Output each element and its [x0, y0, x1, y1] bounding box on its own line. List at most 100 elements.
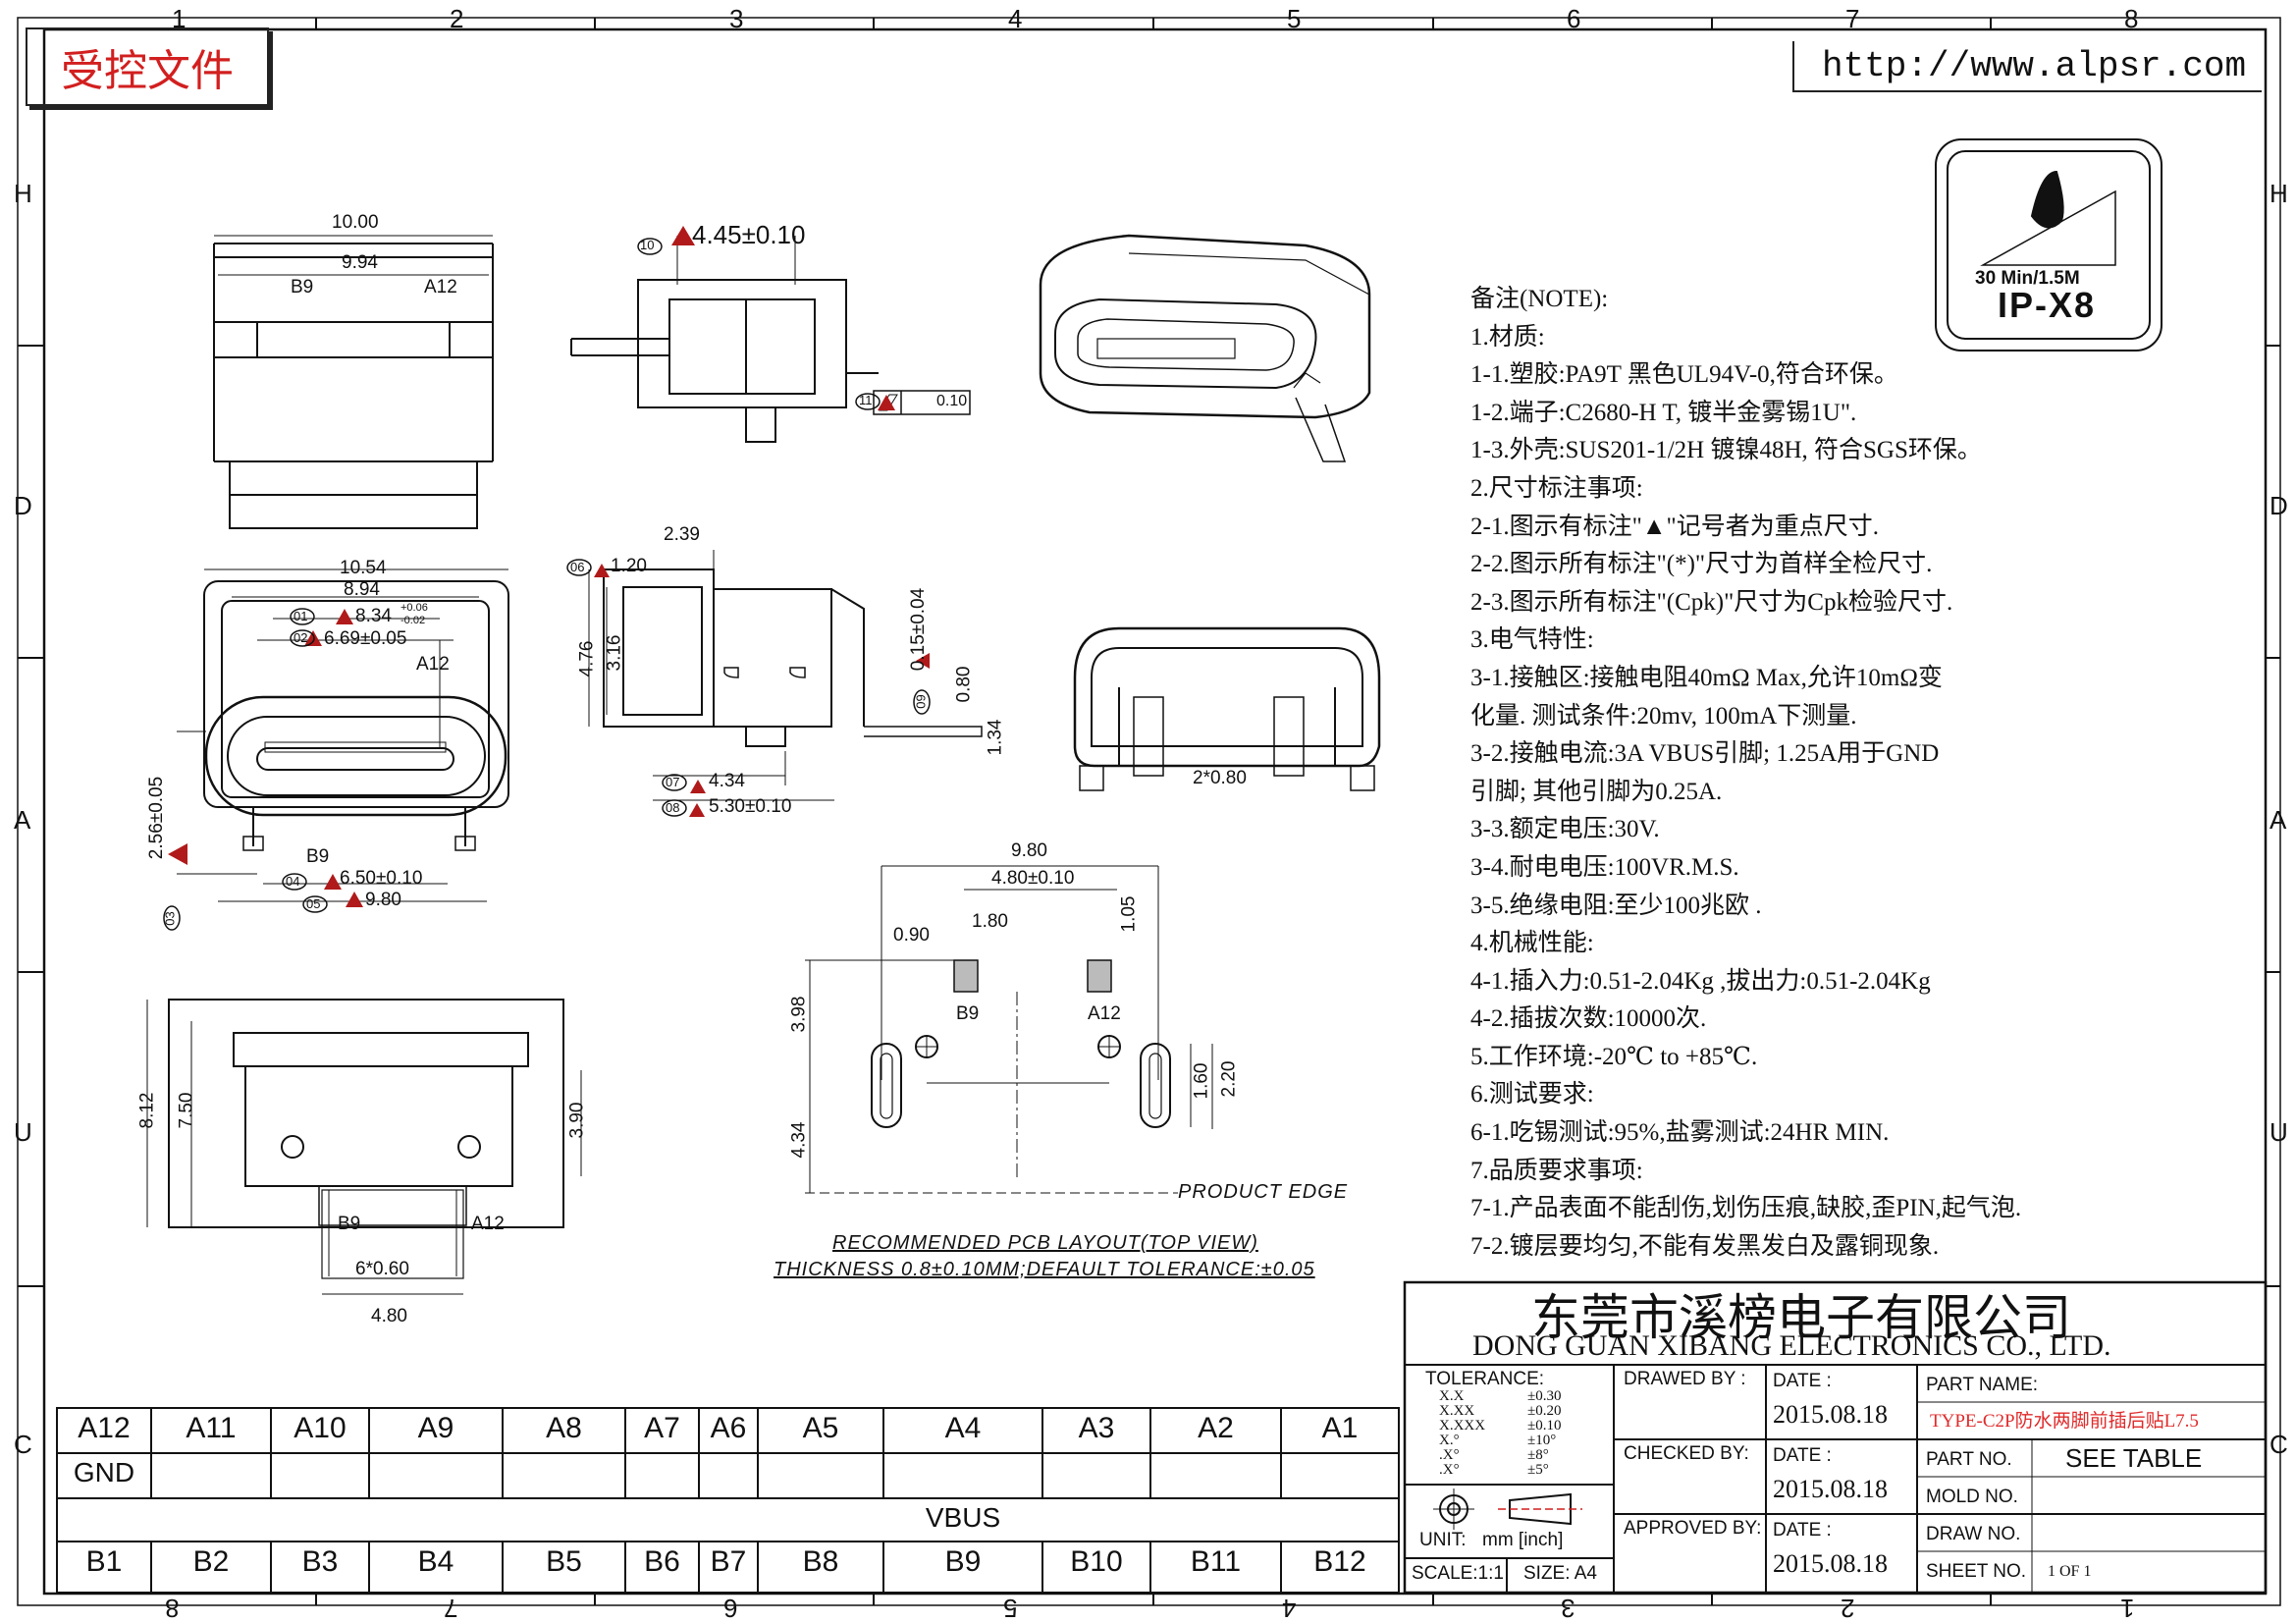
dim-10-54: 10.54	[340, 558, 387, 578]
dim-3-16: 3.16	[604, 634, 625, 672]
dim-4-76: 4.76	[576, 640, 598, 677]
note-line: 2-1.图示有标注"▲"记号者为重点尺寸.	[1470, 513, 1879, 540]
website-url[interactable]: http://www.alpsr.com	[1792, 41, 2262, 92]
pcb-dim-2-20: 2.20	[1218, 1060, 1240, 1098]
note-line: 3.电气特性:	[1470, 626, 1594, 654]
grid-row-left-d: D	[14, 491, 32, 520]
label-b9-top: B9	[291, 277, 314, 298]
note-line: 6.测试要求:	[1470, 1081, 1594, 1109]
balloon-06-label: 06	[570, 560, 585, 574]
note-line: 1.材质:	[1470, 323, 1545, 351]
dim-2x0-80: 2*0.80	[1193, 768, 1247, 788]
grid-col-top-4: 4	[1008, 4, 1023, 33]
grid-col-bottom-3: 3	[1561, 1594, 1575, 1623]
note-line: 3-5.绝缘电阻:至少100兆欧 .	[1470, 892, 1762, 919]
note-line: 4-1.插入力:0.51-2.04Kg ,拔出力:0.51-2.04Kg	[1470, 967, 1931, 995]
grid-col-top-8: 8	[2124, 4, 2139, 33]
grid-row-right-a: A	[2269, 805, 2287, 835]
dim-flatness-0-10: 0.10	[936, 393, 968, 409]
dim-5-30: 5.30±0.10	[709, 796, 792, 817]
ip-depth-label: 30 Min/1.5M	[1975, 268, 2080, 289]
balloon-05-label: 05	[306, 896, 321, 911]
notes-block: 备注(NOTE):1.材质:1-1.塑胶:PA9T 黑色UL94V-0,符合环保…	[1470, 281, 2021, 1266]
pin-cell-b3: B3	[301, 1545, 339, 1578]
note-line: 化量. 测试条件:20mv, 100mA下测量.	[1470, 702, 1857, 730]
tolerance-format: X.°	[1439, 1433, 1460, 1448]
balloon-11-label: 11	[859, 393, 873, 407]
grid-row-left-a: A	[14, 805, 31, 835]
grid-col-bottom-7: 7	[444, 1594, 458, 1623]
pin-cell-a2: A2	[1198, 1412, 1234, 1444]
grid-row-left-h: H	[14, 179, 32, 208]
grid-row-right-d: D	[2269, 491, 2288, 520]
date-checked: 2015.08.18	[1773, 1475, 1888, 1503]
dim-4-45: 4.45±0.10	[692, 220, 806, 249]
date-label-drawn: DATE :	[1773, 1371, 1832, 1391]
tolerance-value: ±10°	[1527, 1433, 1557, 1448]
dim-8-94: 8.94	[344, 579, 380, 600]
note-line: 3-1.接触区:接触电阻40mΩ Max,允许10mΩ变	[1470, 664, 1943, 691]
part-name: TYPE-C2P防水两脚前插后贴L7.5	[1930, 1411, 2199, 1432]
note-line: 5.工作环境:-20℃ to +85℃.	[1470, 1043, 1758, 1070]
pin-cell-b5: B5	[546, 1545, 582, 1578]
dim-2-39: 2.39	[664, 524, 700, 545]
pin-cell-b10: B10	[1070, 1545, 1123, 1578]
tolerance-format: X.XXX	[1439, 1418, 1486, 1434]
note-line: 2.尺寸标注事项:	[1470, 474, 1643, 502]
pin-cell-a12: A12	[78, 1412, 131, 1444]
pcb-title: RECOMMENDED PCB LAYOUT(TOP VIEW)	[832, 1232, 1258, 1254]
dim-10-00: 10.00	[332, 212, 379, 233]
pin-cell-b4: B4	[417, 1545, 454, 1578]
pin-cell-a7: A7	[644, 1412, 680, 1444]
pcb-thickness-note: THICKNESS 0.8±0.10MM;DEFAULT TOLERANCE:±…	[774, 1259, 1315, 1280]
dim-1-34: 1.34	[985, 719, 1006, 756]
note-line: 1-2.端子:C2680-H T, 镀半金雾锡1U".	[1470, 399, 1857, 426]
label-a12-mid: A12	[416, 654, 450, 675]
pin-cell-b6: B6	[644, 1545, 680, 1578]
pin-cell-b11: B11	[1190, 1545, 1242, 1578]
label-a12-top: A12	[424, 277, 457, 298]
pin-cell-a9: A9	[417, 1412, 454, 1444]
ip-rating-label: IP-X8	[1998, 285, 2097, 325]
pcb-label-a12: A12	[1088, 1003, 1121, 1024]
part-no-label: PART NO.	[1926, 1449, 2012, 1470]
note-line: 2-2.图示所有标注"(*)"尺寸为首样全检尺寸.	[1470, 551, 1933, 578]
dim-9-80: 9.80	[365, 890, 401, 910]
unit-value: mm [inch]	[1482, 1530, 1564, 1550]
date-drawn: 2015.08.18	[1773, 1400, 1888, 1429]
dim-4-34: 4.34	[709, 771, 745, 791]
pcb-dim-4-34: 4.34	[788, 1121, 810, 1159]
pcb-label-b9: B9	[956, 1003, 980, 1024]
note-line: 6-1.吃锡测试:95%,盐雾测试:24HR MIN.	[1470, 1119, 1890, 1147]
grid-row-right-h: H	[2269, 179, 2288, 208]
dim-0-15: 0.15±0.04	[908, 587, 930, 672]
pin-cell-b1: B1	[85, 1545, 123, 1578]
label-b9-mid: B9	[306, 846, 330, 867]
pin-cell-a10: A10	[294, 1412, 347, 1444]
dim-8-34-tol-up: +0.06	[400, 602, 428, 614]
balloon-09-label: 09	[913, 694, 929, 709]
balloon-02-label: 02	[294, 630, 308, 645]
pcb-dim-1-60: 1.60	[1191, 1062, 1212, 1100]
pin-cell-a3: A3	[1078, 1412, 1115, 1444]
pin-cell-a1: A1	[1321, 1412, 1359, 1444]
dim-6x0-60: 6*0.60	[355, 1259, 409, 1279]
tolerance-label: TOLERANCE:	[1425, 1369, 1545, 1389]
dim-6-69: 6.69±0.05	[324, 628, 407, 649]
note-line: 7-2.镀层要均匀,不能有发黑发白及露铜现象.	[1470, 1232, 1940, 1260]
tolerance-value: ±0.10	[1527, 1418, 1562, 1434]
dim-2-56: 2.56±0.05	[146, 776, 168, 860]
tolerance-format: .X°	[1439, 1447, 1460, 1463]
grid-col-bottom-2: 2	[1841, 1594, 1855, 1623]
pin-vbus: VBUS	[925, 1502, 1001, 1533]
tolerance-value: ±8°	[1527, 1447, 1549, 1463]
sheet-no: 1 OF 1	[2048, 1563, 2092, 1580]
pcb-dim-1-05: 1.05	[1118, 895, 1140, 933]
date-label-checked: DATE :	[1773, 1445, 1832, 1466]
dim-4-80: 4.80	[371, 1306, 407, 1326]
note-line: 3-3.额定电压:30V.	[1470, 816, 1660, 843]
grid-row-left-c: C	[14, 1430, 32, 1459]
tolerance-value: ±5°	[1527, 1462, 1549, 1478]
scale-label: SCALE:1:1	[1412, 1563, 1504, 1584]
